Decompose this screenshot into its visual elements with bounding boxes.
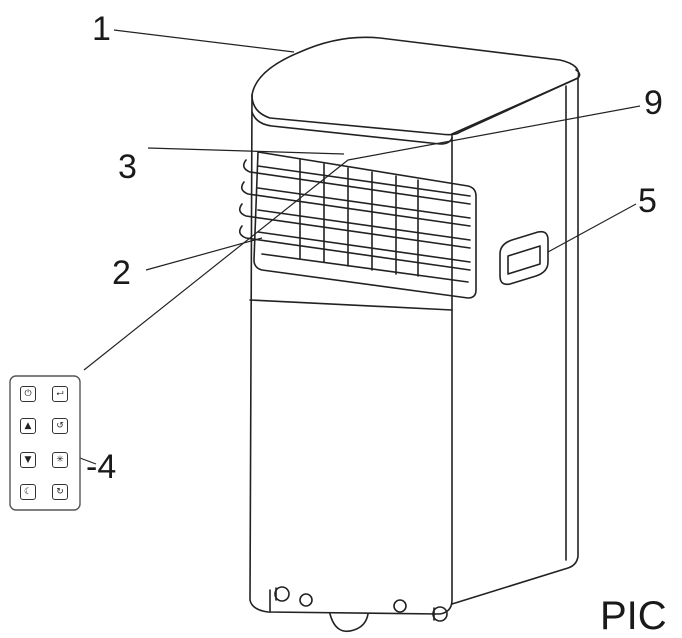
side-handle — [499, 230, 549, 286]
caster-3 — [393, 599, 407, 613]
panel-button-timer: ↺ — [52, 418, 68, 434]
caster-1 — [274, 586, 290, 602]
unit-front-face — [249, 94, 453, 615]
panel-button-swing: ↻ — [52, 484, 68, 500]
leader-9 — [347, 105, 641, 161]
callout-2: 2 — [112, 254, 131, 292]
air-grille-frame — [253, 151, 477, 299]
callout-3: 3 — [118, 148, 137, 186]
callout-5: 5 — [638, 182, 657, 220]
panel-button-up: ▲ — [20, 418, 36, 434]
caster-2 — [299, 593, 313, 607]
leader-4 — [79, 457, 97, 465]
panel-button-mode: ⮠ — [52, 386, 68, 402]
callout-4: -4 — [86, 448, 117, 486]
control-panel-outline — [9, 375, 81, 511]
unit-side-face — [451, 77, 579, 605]
unit-top — [251, 36, 580, 136]
panel-button-power: ⏻ — [20, 386, 36, 402]
callout-1: 1 — [92, 10, 111, 48]
panel-button-down: ▼ — [20, 452, 36, 468]
pic-label: PIC — [600, 594, 667, 638]
leader-4-panel — [83, 159, 349, 371]
callout-9: 9 — [644, 84, 663, 122]
leader-5 — [547, 203, 637, 253]
caster-4 — [432, 606, 448, 622]
leader-1 — [113, 29, 295, 53]
panel-button-sleep: ☾ — [20, 484, 36, 500]
panel-button-fan: ✳ — [52, 452, 68, 468]
leader-3 — [147, 147, 345, 155]
